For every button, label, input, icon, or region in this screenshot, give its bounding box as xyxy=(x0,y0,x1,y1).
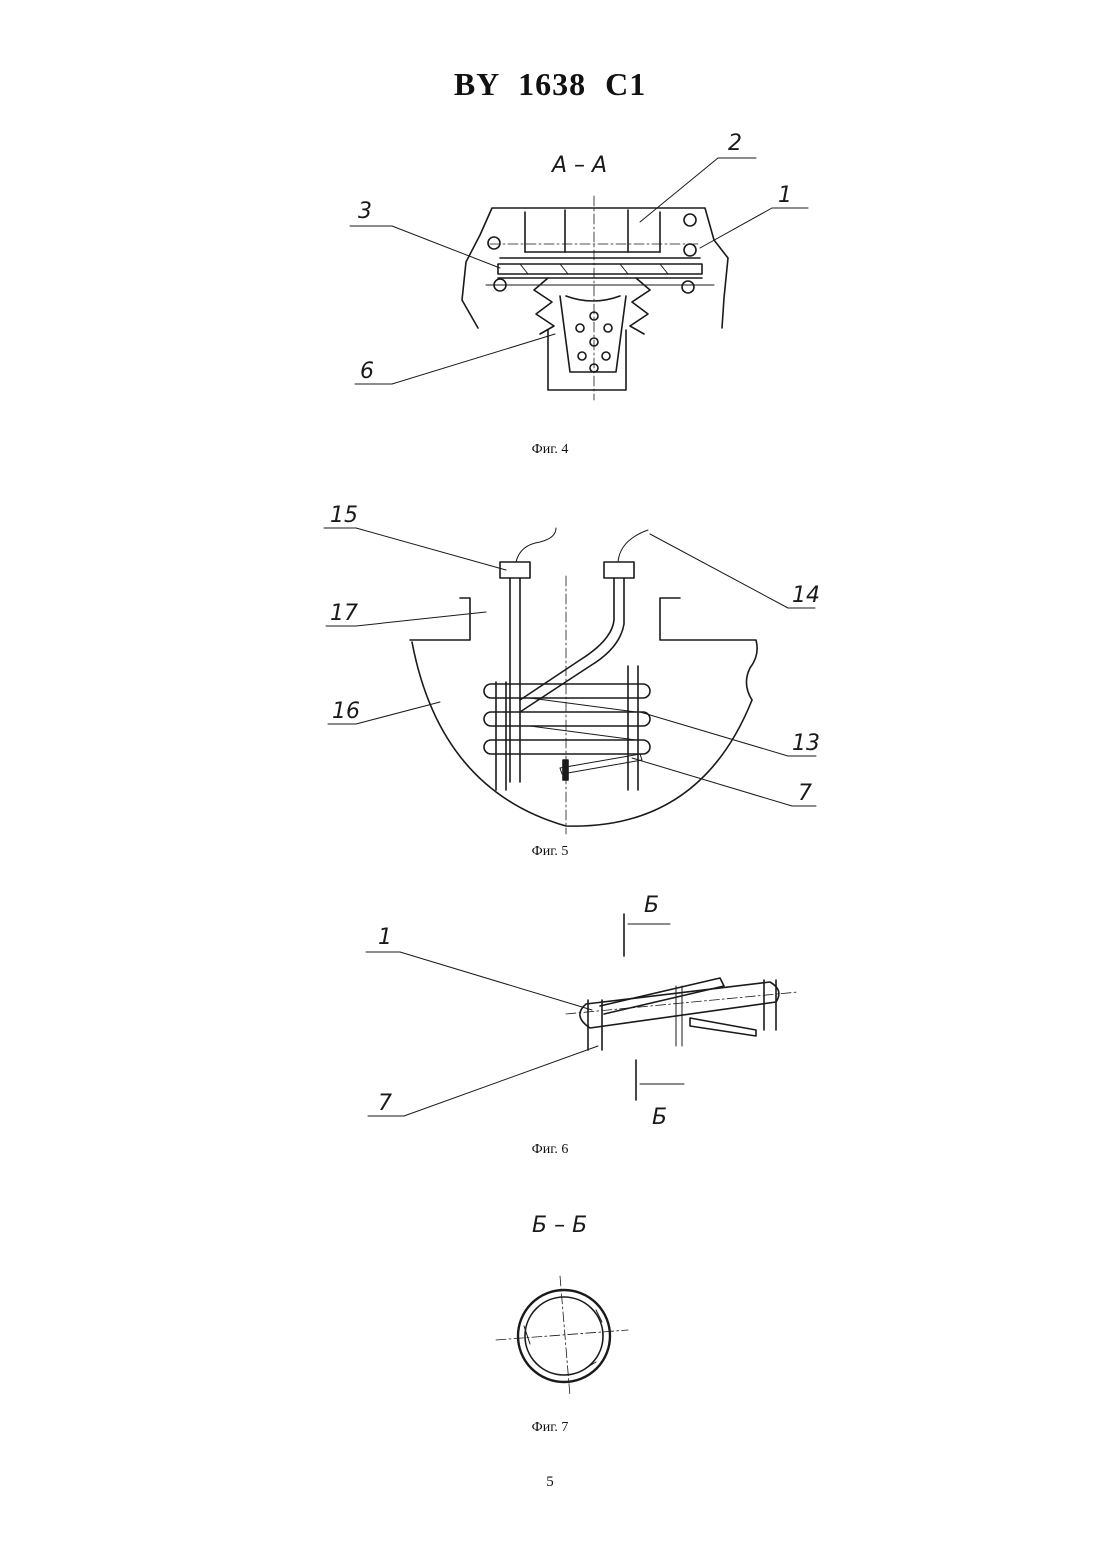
figure-7-drawing: Б – Б xyxy=(0,1196,1100,1416)
fig6-callout-7: 7 xyxy=(378,1091,392,1116)
fig5-callout-16: 16 xyxy=(332,699,360,724)
figure-6-drawing: Б Б 1 7 xyxy=(0,888,1100,1138)
fig5-callout-15: 15 xyxy=(330,503,358,528)
fig6-section-mark-top: Б xyxy=(644,893,659,918)
fig7-section-label: Б – Б xyxy=(532,1213,587,1238)
fig6-section-mark-bottom: Б xyxy=(652,1105,667,1130)
figure-7-caption: Фиг. 7 xyxy=(0,1420,1100,1436)
figure-6-caption: Фиг. 6 xyxy=(0,1142,1100,1158)
page-number: 5 xyxy=(0,1474,1100,1491)
document-number-header: BY 1638 C1 xyxy=(0,66,1100,103)
fig5-callout-13: 13 xyxy=(792,731,820,756)
fig5-callout-7: 7 xyxy=(798,781,812,806)
figure-5-caption: Фиг. 5 xyxy=(0,844,1100,860)
fig6-callout-1: 1 xyxy=(378,925,392,950)
fig5-callout-14: 14 xyxy=(792,583,820,608)
figure-4-drawing: А – А 2 1 3 6 xyxy=(0,120,1100,420)
fig4-section-label: А – А xyxy=(550,153,607,178)
fig4-callout-2: 2 xyxy=(728,131,742,156)
figure-4-caption: Фиг. 4 xyxy=(0,442,1100,458)
fig4-callout-1: 1 xyxy=(778,183,792,208)
figure-5-drawing: 15 14 17 16 13 7 xyxy=(0,500,1100,840)
fig4-callout-6: 6 xyxy=(360,359,374,384)
fig5-callout-17: 17 xyxy=(330,601,358,626)
fig4-callout-3: 3 xyxy=(358,199,372,224)
